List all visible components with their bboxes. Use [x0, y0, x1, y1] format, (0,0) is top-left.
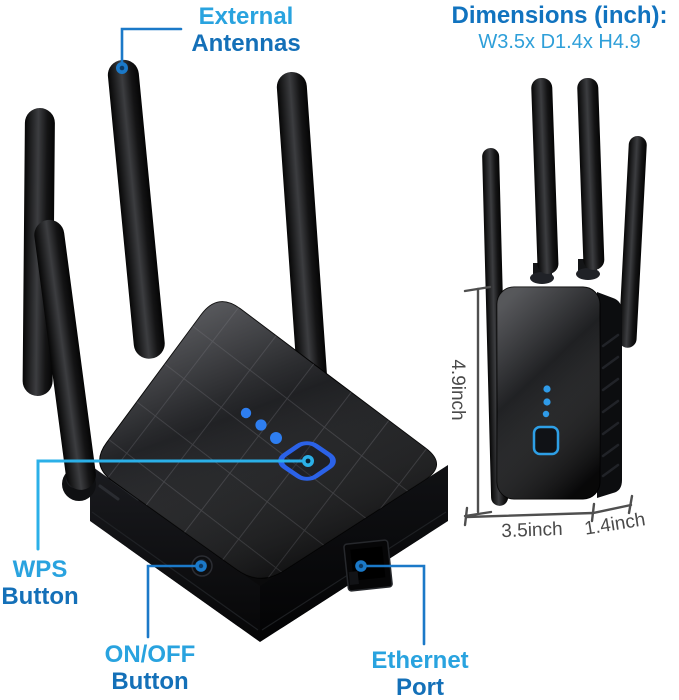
- dimensions-title: Dimensions (inch):: [451, 2, 668, 29]
- antenna-center: [107, 59, 165, 359]
- on-off-callout-line: [146, 564, 202, 639]
- external-antennas-callout-line: [120, 27, 183, 64]
- dimensions-value: W3.5x D1.4x H4.9: [478, 31, 641, 53]
- ethernet-callout-line: [359, 564, 426, 646]
- wps-callout-line: [36, 459, 310, 551]
- led-indicator: [542, 410, 550, 418]
- fv-side-vents: [601, 333, 620, 478]
- ethernet-port-label: Ethernet Port: [355, 647, 485, 700]
- fv-antenna-front-right: [576, 77, 605, 280]
- led-indicator: [270, 432, 282, 444]
- label-line: Button: [111, 668, 189, 695]
- callouts: [36, 27, 426, 646]
- antenna-right: [276, 71, 328, 402]
- dimension-lines: [463, 285, 634, 527]
- device-top-face: [99, 301, 438, 579]
- wps-button-label: WPS Button: [0, 556, 80, 610]
- label-line: Port: [396, 674, 444, 700]
- device-front-left-face: [90, 465, 260, 642]
- fv-antenna-front-left: [530, 77, 559, 284]
- label-line: WPS: [12, 556, 68, 583]
- height-measure-label: 4.9inch: [447, 359, 468, 421]
- led-indicator: [543, 385, 551, 393]
- fv-wps-button-icon: [532, 425, 560, 456]
- dimensions-label: Dimensions (inch): W3.5x D1.4x H4.9: [440, 2, 679, 54]
- antenna-near-left: [34, 219, 96, 501]
- fv-front-face: [496, 286, 601, 500]
- main-device: [22, 59, 448, 642]
- front-view-device: [482, 77, 647, 506]
- label-line: External: [198, 3, 294, 30]
- led-indicator: [240, 407, 252, 419]
- external-antennas-label: External Antennas: [163, 3, 329, 57]
- led-indicator: [255, 419, 267, 431]
- fv-side-panel: [597, 292, 622, 498]
- label-line: Antennas: [191, 30, 301, 57]
- label-line: Ethernet: [371, 647, 469, 674]
- fv-led-indicators: [542, 385, 551, 418]
- label-line: Button: [1, 583, 79, 610]
- led-indicator: [543, 398, 551, 406]
- led-indicators: [240, 407, 282, 444]
- width-measure-label: 3.5inch: [500, 518, 563, 543]
- label-line: ON/OFF: [104, 641, 196, 668]
- on-off-button-label: ON/OFF Button: [90, 641, 210, 695]
